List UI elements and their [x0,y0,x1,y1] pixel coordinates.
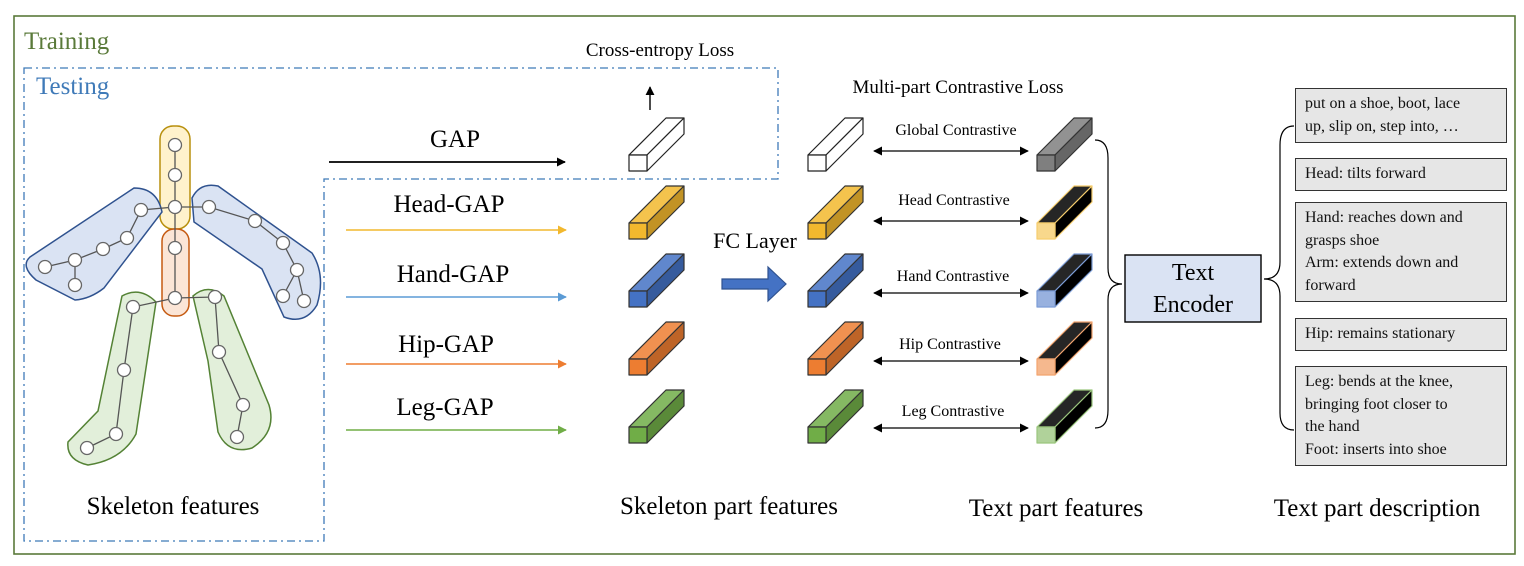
features-brace [1094,139,1123,429]
leg-gap-label: Leg-GAP [396,394,493,421]
fc-layer-arrow [721,265,787,303]
leg-text-cube [1036,389,1093,444]
leg-contrastive-label: Leg Contrastive [902,403,1005,420]
text-part-description-caption: Text part description [1274,495,1481,522]
hip-contrastive-label: Hip Contrastive [899,336,1001,353]
left-leg-region [67,291,157,466]
global-contrastive-label: Global Contrastive [895,122,1016,139]
skeleton-illustration [25,125,322,466]
skeleton-features-caption: Skeleton features [87,493,260,520]
right-leg-region [192,288,272,451]
hip-gap-label: Hip-GAP [398,331,494,358]
hip-text-cube [1036,321,1093,376]
hand-text-cube [1036,253,1093,308]
gap-label: GAP [430,126,480,153]
description-line: Foot: inserts into shoe [1305,440,1447,458]
description-line: put on a shoe, boot, lace [1305,95,1461,112]
description-line: Arm: extends down and [1305,254,1459,271]
description-line: grasps shoe [1305,231,1380,249]
hand-skeleton-cube [628,253,685,308]
testing-frame [23,67,779,542]
skeleton-part-features-caption: Skeleton part features [620,493,838,520]
testing-label: Testing [36,73,110,100]
head-gap-label: Head-GAP [393,191,504,218]
left-hand-region [25,187,163,301]
head-part-cube [807,185,864,240]
leg-part-cube [807,389,864,444]
head-skeleton-cube [628,185,685,240]
text-encoder-box [1124,254,1262,323]
fc-layer-label: FC Layer [713,228,797,253]
hip-part-cube [807,321,864,376]
multi-part-contrastive-loss-label: Multi-part Contrastive Loss [852,77,1063,98]
hand-gap-label: Hand-GAP [397,261,510,288]
description-line: forward [1305,276,1356,294]
cross-entropy-loss-label: Cross-entropy Loss [586,40,734,61]
description-box: put on a shoe, boot, lace up, slip on, st… [1295,88,1507,143]
descriptions-brace [1263,125,1295,431]
description-line: Hand: reaches down and [1305,209,1463,226]
leg-skeleton-cube [628,389,685,444]
text-encoder-line1: Text [1172,260,1215,286]
description-line: Leg: bends at the knee, [1305,373,1453,390]
global-text-cube [1036,117,1093,172]
description-line: bringing foot closer to [1305,395,1448,413]
head-text-cube [1036,185,1093,240]
training-label: Training [24,28,110,55]
global-part-cube [807,117,864,172]
hand-contrastive-label: Hand Contrastive [897,268,1009,285]
hip-skeleton-cube [628,321,685,376]
text-part-features-caption: Text part features [969,495,1144,522]
global-skeleton-cube [628,117,685,172]
text-encoder-line2: Encoder [1153,292,1233,318]
description-box: Leg: bends at the knee, bringing foot clo… [1295,366,1507,466]
hand-part-cube [807,253,864,308]
description-box: Head: tilts forward [1295,158,1507,191]
description-line: the hand [1305,418,1360,435]
description-line: up, slip on, step into, … [1305,117,1459,135]
description-box: Hip: remains stationary [1295,318,1507,351]
head-contrastive-label: Head Contrastive [898,192,1010,209]
description-line: Head: tilts forward [1305,165,1426,182]
description-line: Hip: remains stationary [1305,325,1456,342]
training-frame [13,15,1516,555]
